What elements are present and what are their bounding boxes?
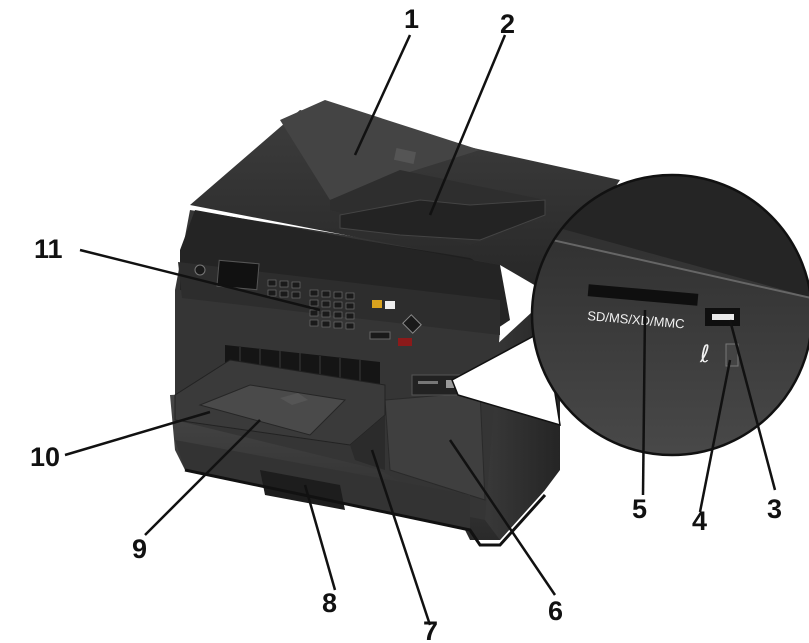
callout-2: 2 — [500, 9, 515, 39]
memory-card-slot — [587, 284, 699, 306]
card-slot-small — [418, 381, 438, 384]
callout-5: 5 — [632, 494, 647, 524]
inset-top-shade — [532, 175, 809, 300]
control-panel — [178, 262, 500, 335]
inset-magnifier: SD/MS/XD/MMC ℓ — [451, 173, 809, 457]
power-button — [194, 264, 206, 276]
callout-9: 9 — [132, 534, 147, 564]
leader-line-1 — [353, 34, 412, 156]
front-cover-lip — [350, 415, 385, 470]
leader-line-5 — [641, 309, 647, 496]
cancel-button — [398, 338, 412, 346]
inset-seam — [532, 234, 809, 301]
leader-line-8 — [303, 484, 337, 591]
color-copy-button — [372, 300, 382, 308]
pictbridge-port-small — [446, 380, 454, 388]
back-button — [369, 331, 391, 340]
inset-circle — [530, 173, 809, 457]
leader-line-2 — [428, 34, 507, 216]
callout-10: 10 — [30, 442, 60, 472]
leader-line-7 — [370, 449, 432, 626]
leader-line-9 — [144, 419, 261, 536]
printer — [170, 100, 620, 547]
leader-line-6 — [448, 439, 557, 596]
leader-line-3 — [728, 319, 777, 491]
callout-1: 1 — [404, 4, 419, 34]
start-button — [402, 314, 422, 334]
black-copy-button — [385, 301, 395, 309]
callout-numbers: 1 2 3 4 5 6 7 8 9 10 11 — [30, 4, 782, 643]
callout-3: 3 — [767, 494, 782, 524]
callout-11: 11 — [34, 234, 63, 264]
callout-7: 7 — [423, 616, 438, 643]
leader-lines — [64, 34, 777, 626]
pictbridge-icon: ℓ — [699, 340, 710, 368]
leader-line-11 — [79, 248, 321, 312]
inset-connector — [451, 328, 561, 427]
adf-guide-tab — [393, 148, 417, 164]
adf-cover — [280, 100, 480, 200]
callout-4: 4 — [692, 506, 707, 536]
paper-exit-ribs — [239, 347, 361, 383]
paper-exit-slot — [225, 345, 380, 385]
keypad — [267, 279, 355, 330]
callout-6: 6 — [548, 596, 563, 626]
printer-base-shadow — [184, 468, 547, 547]
leader-line-4 — [698, 359, 732, 513]
usb-port-contacts — [712, 314, 734, 320]
tray-extension-handle — [280, 393, 308, 405]
callout-8: 8 — [322, 588, 337, 618]
leader-line-10 — [64, 410, 211, 457]
paper-exit-tray-extension — [198, 384, 347, 436]
